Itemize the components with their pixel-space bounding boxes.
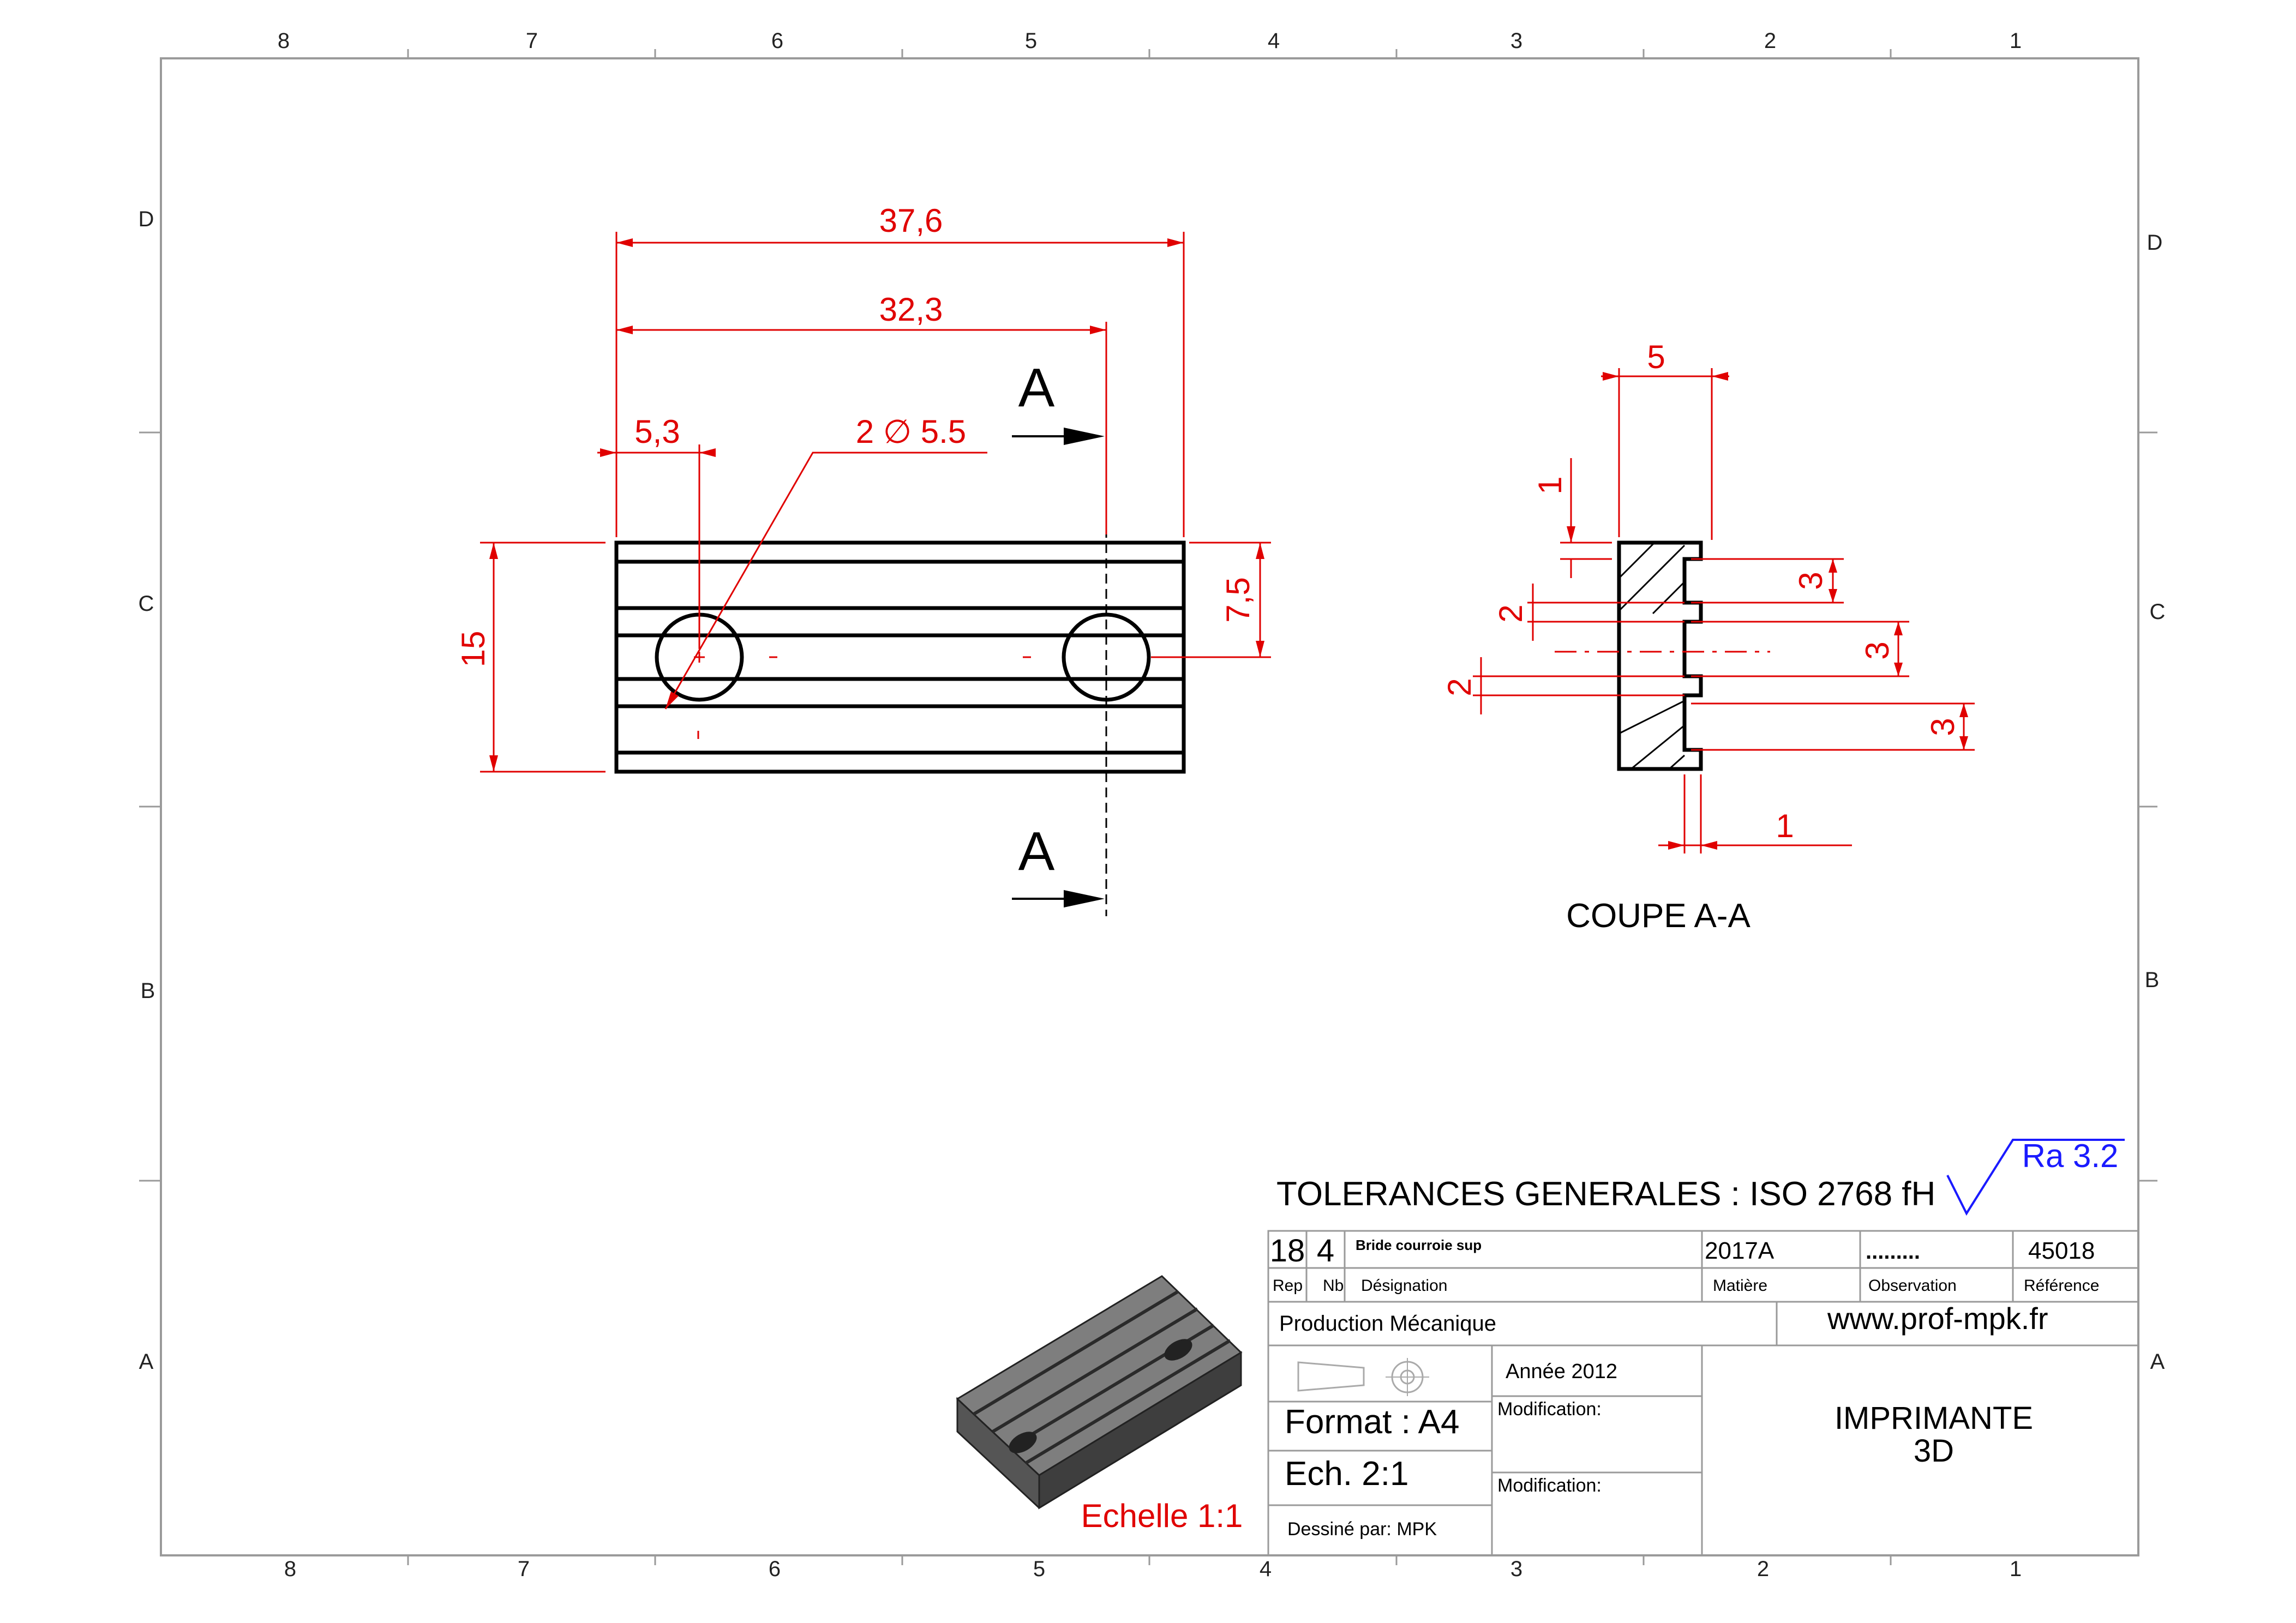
reference-value: 45018 — [2028, 1237, 2095, 1264]
dim-holes-diameter: 2 ∅ 5.5 — [856, 413, 966, 450]
zone-ticks — [139, 49, 2157, 1565]
dim-overall-length: 37,6 — [879, 202, 943, 239]
title-block-grid — [1267, 1230, 2139, 1556]
zone-row-left-b: B — [141, 979, 155, 1003]
observation-label: Observation — [1868, 1277, 1957, 1295]
zone-row-right-a: A — [2150, 1350, 2165, 1374]
zone-col-bottom-8: 8 — [284, 1557, 296, 1581]
zone-col-top-1: 1 — [2010, 29, 2022, 53]
nb-value: 4 — [1317, 1233, 1334, 1269]
section-label-top: A — [1018, 357, 1055, 418]
project-title-line1: IMPRIMANTE — [1835, 1400, 2033, 1436]
modification-2-label: Modification: — [1497, 1475, 1602, 1496]
designation-label: Désignation — [1361, 1277, 1447, 1295]
echelle-label: Ech. 2:1 — [1285, 1455, 1408, 1493]
dim-groove-b: 2 — [1441, 678, 1478, 696]
dim-height: 15 — [455, 631, 491, 668]
section-view — [1555, 540, 1770, 771]
dim-top-step: 1 — [1532, 476, 1568, 494]
section-arrow-bottom: A — [1012, 821, 1105, 907]
production-label: Production Mécanique — [1279, 1312, 1496, 1336]
zone-row-left-c: C — [139, 592, 154, 616]
zone-row-left-a: A — [139, 1350, 154, 1374]
front-view — [614, 436, 1186, 916]
reference-label: Référence — [2024, 1277, 2099, 1295]
annee-label: Année 2012 — [1506, 1360, 1617, 1383]
zone-col-top-6: 6 — [771, 29, 783, 53]
dim-pitch-3: 3 — [1925, 718, 1961, 736]
dessine-label: Dessiné par: MPK — [1287, 1519, 1437, 1540]
modification-1-label: Modification: — [1497, 1399, 1602, 1420]
zone-col-top-5: 5 — [1025, 29, 1037, 53]
format-label: Format : A4 — [1285, 1403, 1459, 1441]
section-label-bottom: A — [1018, 821, 1055, 882]
iso-view — [956, 1275, 1243, 1510]
zone-col-top-4: 4 — [1268, 29, 1280, 53]
zone-row-right-d: D — [2147, 231, 2163, 255]
dim-pitch-1: 3 — [1793, 572, 1829, 590]
nb-label: Nb — [1323, 1277, 1344, 1295]
project-title-line2: 3D — [1914, 1433, 1954, 1469]
dim-hole-spacing: 32,3 — [879, 291, 943, 328]
dim-half-height: 7,5 — [1220, 577, 1256, 622]
zone-col-bottom-5: 5 — [1033, 1557, 1045, 1581]
dim-hole-offset: 5,3 — [634, 413, 680, 450]
tolerances-note: TOLERANCES GENERALES : ISO 2768 fH — [1276, 1175, 1935, 1213]
zone-col-top-2: 2 — [1764, 29, 1776, 53]
section-dimensions — [1473, 368, 1975, 853]
zone-row-right-b: B — [2145, 968, 2160, 992]
iso-scale-label: Echelle 1:1 — [1081, 1498, 1243, 1534]
zone-col-bottom-2: 2 — [1757, 1557, 1769, 1581]
zone-col-top-8: 8 — [278, 29, 290, 53]
dim-groove-a: 2 — [1492, 604, 1529, 622]
section-arrow-top: A — [1012, 357, 1105, 445]
dim-section-width: 5 — [1647, 339, 1665, 375]
projection-symbol-icon — [1297, 1358, 1429, 1396]
matiere-label: Matière — [1713, 1277, 1767, 1295]
dim-pitch-2: 3 — [1859, 641, 1896, 659]
section-profile — [1617, 540, 1703, 771]
rep-value: 18 — [1270, 1233, 1305, 1269]
zone-col-bottom-4: 4 — [1260, 1557, 1272, 1581]
section-title: COUPE A-A — [1566, 897, 1751, 935]
zone-col-bottom-1: 1 — [2010, 1557, 2022, 1581]
designation-value: Bride courroie sup — [1356, 1237, 1482, 1253]
website-link: www.prof-mpk.fr — [1827, 1301, 2048, 1336]
matiere-value: 2017A — [1705, 1237, 1775, 1264]
roughness-value: Ra 3.2 — [2022, 1138, 2119, 1174]
zone-col-top-3: 3 — [1510, 29, 1522, 53]
zone-col-bottom-7: 7 — [518, 1557, 530, 1581]
dim-bottom-step: 1 — [1776, 808, 1794, 844]
observation-value: ......... — [1866, 1240, 1920, 1264]
rep-label: Rep — [1273, 1277, 1303, 1295]
front-dimensions — [480, 232, 1271, 773]
roughness-symbol: Ra 3.2 — [1946, 1138, 2125, 1216]
zone-row-left-d: D — [139, 207, 154, 231]
zone-col-top-7: 7 — [526, 29, 538, 53]
zone-col-bottom-3: 3 — [1510, 1557, 1522, 1581]
zone-row-right-c: C — [2150, 600, 2166, 624]
zone-col-bottom-6: 6 — [769, 1557, 781, 1581]
